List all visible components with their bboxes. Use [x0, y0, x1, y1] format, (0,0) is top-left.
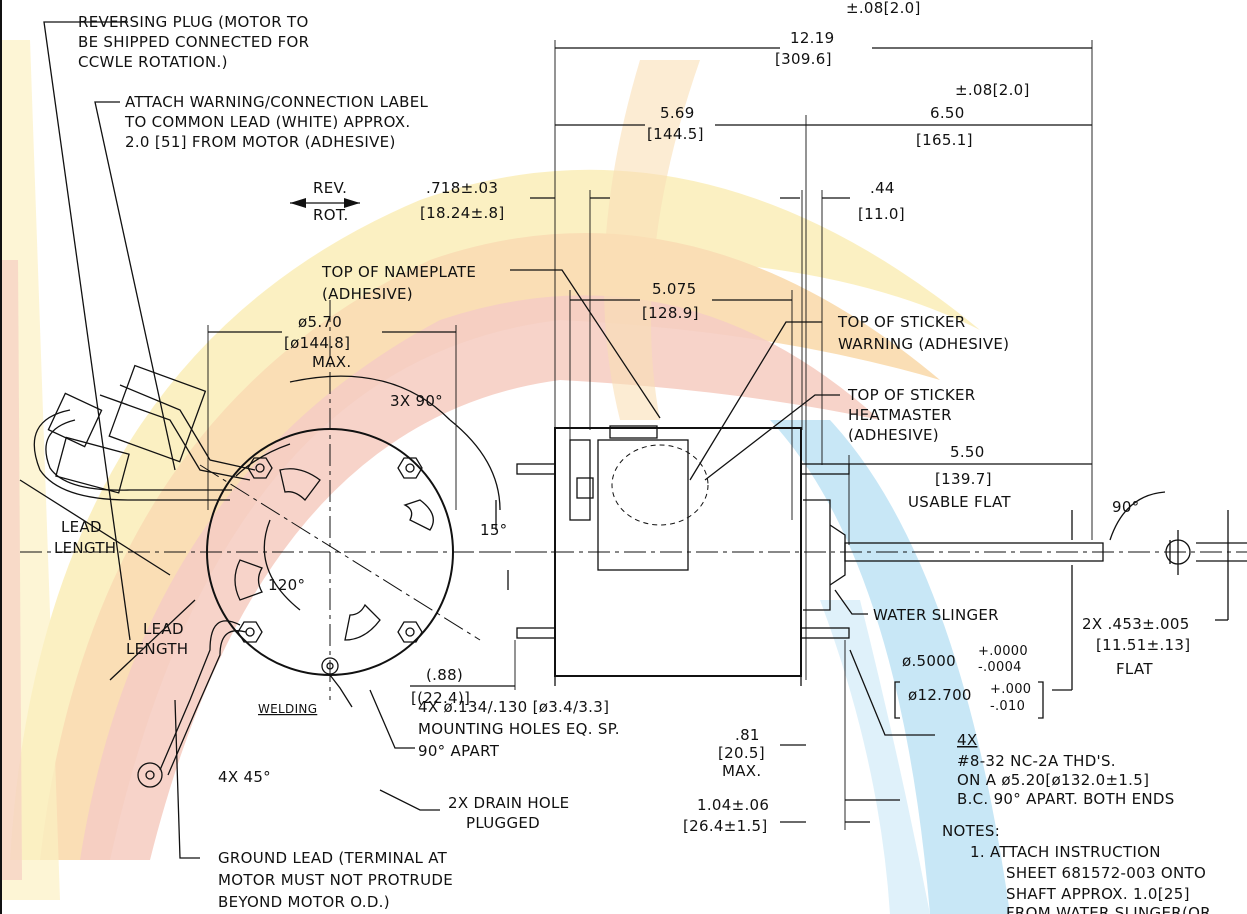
diameter-dim-mm: [ø144.8] [284, 334, 350, 352]
drain-hole-note-2: PLUGGED [466, 814, 540, 832]
ground-lead-note-2: MOTOR MUST NOT PROTRUDE [218, 871, 453, 889]
shaft-dia-mm: ø12.700 [908, 686, 972, 704]
diameter-dim: ø5.70 [298, 313, 342, 331]
lead-length-2a: LEAD [143, 620, 184, 638]
body-len: 5.69 [660, 104, 695, 122]
body-len-mm: [144.5] [647, 125, 704, 143]
stud-left-bottom [516, 627, 556, 639]
shaft-dia-box [894, 681, 1044, 719]
shaft-dia-tol-up: +.0000 [978, 644, 1028, 659]
right-tolerance: ±.08[2.0] [955, 81, 1030, 99]
threads-note-2: #8-32 NC-2A THD'S. [957, 752, 1116, 770]
water-slinger-label: WATER SLINGER [873, 606, 999, 624]
stud-left-top [516, 463, 556, 475]
lead-length-2b: LENGTH [126, 640, 188, 658]
sticker-heatmaster-note-1: TOP OF STICKER [847, 386, 976, 404]
rev-label: REV. [313, 179, 347, 197]
overall-dim-mm: [309.6] [775, 50, 832, 68]
reversing-plug-note-3: CCWLE ROTATION.) [78, 53, 228, 71]
sticker-warning-note-2: WARNING (ADHESIVE) [838, 335, 1009, 353]
warning-label-note-3: 2.0 [51] FROM MOTOR (ADHESIVE) [125, 133, 396, 151]
shaft-len: 6.50 [930, 104, 965, 122]
mount-hole [397, 621, 423, 643]
usable-flat-label: USABLE FLAT [908, 493, 1011, 511]
dimension-lines [19, 21, 1229, 859]
callouts: REVERSING PLUG (MOTOR TO BE SHIPPED CONN… [54, 13, 1211, 914]
sticker-warning [597, 439, 689, 571]
flat-note-3: FLAT [1116, 660, 1153, 678]
mount-hole [397, 457, 423, 479]
mounting-holes-note-3: 90° APART [418, 742, 500, 760]
lead-length-1b: LENGTH [54, 539, 116, 557]
angle-3x90: 3X 90° [390, 392, 443, 410]
sticker-warning-note-1: TOP OF STICKER [837, 313, 966, 331]
sticker-heatmaster-note-3: (ADHESIVE) [848, 426, 939, 444]
offset-dim-mm: [18.24±.8] [420, 204, 505, 222]
side-view [480, 425, 1247, 686]
shaft-dia: ø.5000 [902, 652, 956, 670]
warning-label-note-1: ATTACH WARNING/CONNECTION LABEL [125, 93, 429, 111]
notes-line-4: FROM WATER SLINGER(OR [1006, 904, 1211, 914]
flat-note-1: 2X .453±.005 [1082, 615, 1190, 633]
stud-dim: .44 [870, 179, 895, 197]
dimension-text: ±.08[2.0] 12.19 [309.6] ±.08[2.0] 5.69 [… [218, 0, 1140, 835]
shaft-dia-mm-tol-up: +.000 [990, 682, 1031, 697]
angle-15: 15° [480, 521, 508, 539]
mounting-holes-note-1: 4X ø.134/.130 [ø3.4/3.3] [418, 698, 609, 716]
overall-dim: 12.19 [790, 29, 834, 47]
ref-88-mm: [(22.4)] [411, 689, 470, 707]
nameplate-note-2: (ADHESIVE) [322, 285, 413, 303]
shaft-len-mm: [165.1] [916, 131, 973, 149]
notes-line-2: SHEET 681572-003 ONTO [1006, 864, 1206, 882]
inner-dim: 5.075 [652, 280, 696, 298]
angle-120: 120° [268, 576, 305, 594]
dim-81-max: MAX. [722, 762, 761, 780]
notes-line-1: 1. ATTACH INSTRUCTION [970, 843, 1161, 861]
offset-dim: .718±.03 [426, 179, 498, 197]
dim-81-mm: [20.5] [718, 744, 765, 762]
usable-flat-dim-mm: [139.7] [935, 470, 992, 488]
diameter-max: MAX. [312, 353, 351, 371]
threads-note-1: 4X [957, 731, 977, 749]
stud-right-bottom [800, 627, 850, 639]
rot-label: ROT. [313, 206, 349, 224]
mounting-holes-note-2: MOUNTING HOLES EQ. SP. [418, 720, 620, 738]
angle-4x45: 4X 45° [218, 768, 271, 786]
nameplate [609, 425, 658, 439]
mount-hole [237, 621, 263, 643]
inner-dim-mm: [128.9] [642, 304, 699, 322]
dim-81: .81 [735, 726, 760, 744]
reversing-plug-note-1: REVERSING PLUG (MOTOR TO [78, 13, 309, 31]
shaft-dia-mm-tol-dn: -.010 [990, 699, 1025, 714]
welding-label: WELDING [258, 702, 317, 716]
dim-104: 1.04±.06 [697, 796, 769, 814]
stud-dim-mm: [11.0] [858, 205, 905, 223]
drain-hole-note-1: 2X DRAIN HOLE [448, 794, 569, 812]
overall-tolerance: ±.08[2.0] [846, 0, 921, 17]
threads-note-4: B.C. 90° APART. BOTH ENDS [957, 790, 1175, 808]
threads-note-3: ON A ø5.20[ø132.0±1.5] [957, 771, 1149, 789]
shaft-dia-tol-dn: -.0004 [978, 660, 1022, 675]
reversing-plug-note-2: BE SHIPPED CONNECTED FOR [78, 33, 309, 51]
watermark [0, 40, 1010, 914]
ground-lead-note-3: BEYOND MOTOR O.D.) [218, 893, 390, 911]
warning-label-note-2: TO COMMON LEAD (WHITE) APPROX. [124, 113, 410, 131]
flat-note-2: [11.51±.13] [1096, 636, 1190, 654]
angle-90: 90° [1112, 498, 1140, 516]
usable-flat-dim: 5.50 [950, 443, 985, 461]
nameplate-note-1: TOP OF NAMEPLATE [321, 263, 476, 281]
lead-length-1a: LEAD [61, 518, 102, 536]
dim-104-mm: [26.4±1.5] [683, 817, 768, 835]
notes-heading: NOTES: [942, 822, 1000, 840]
drain-hole [321, 657, 339, 675]
sticker-heatmaster [611, 444, 709, 526]
ref-88: (.88) [426, 666, 463, 684]
sticker-heatmaster-note-2: HEATMASTER [848, 406, 952, 424]
ground-lead-note-1: GROUND LEAD (TERMINAL AT [218, 849, 448, 867]
notes-line-3: SHAFT APPROX. 1.0[25] [1006, 885, 1190, 903]
